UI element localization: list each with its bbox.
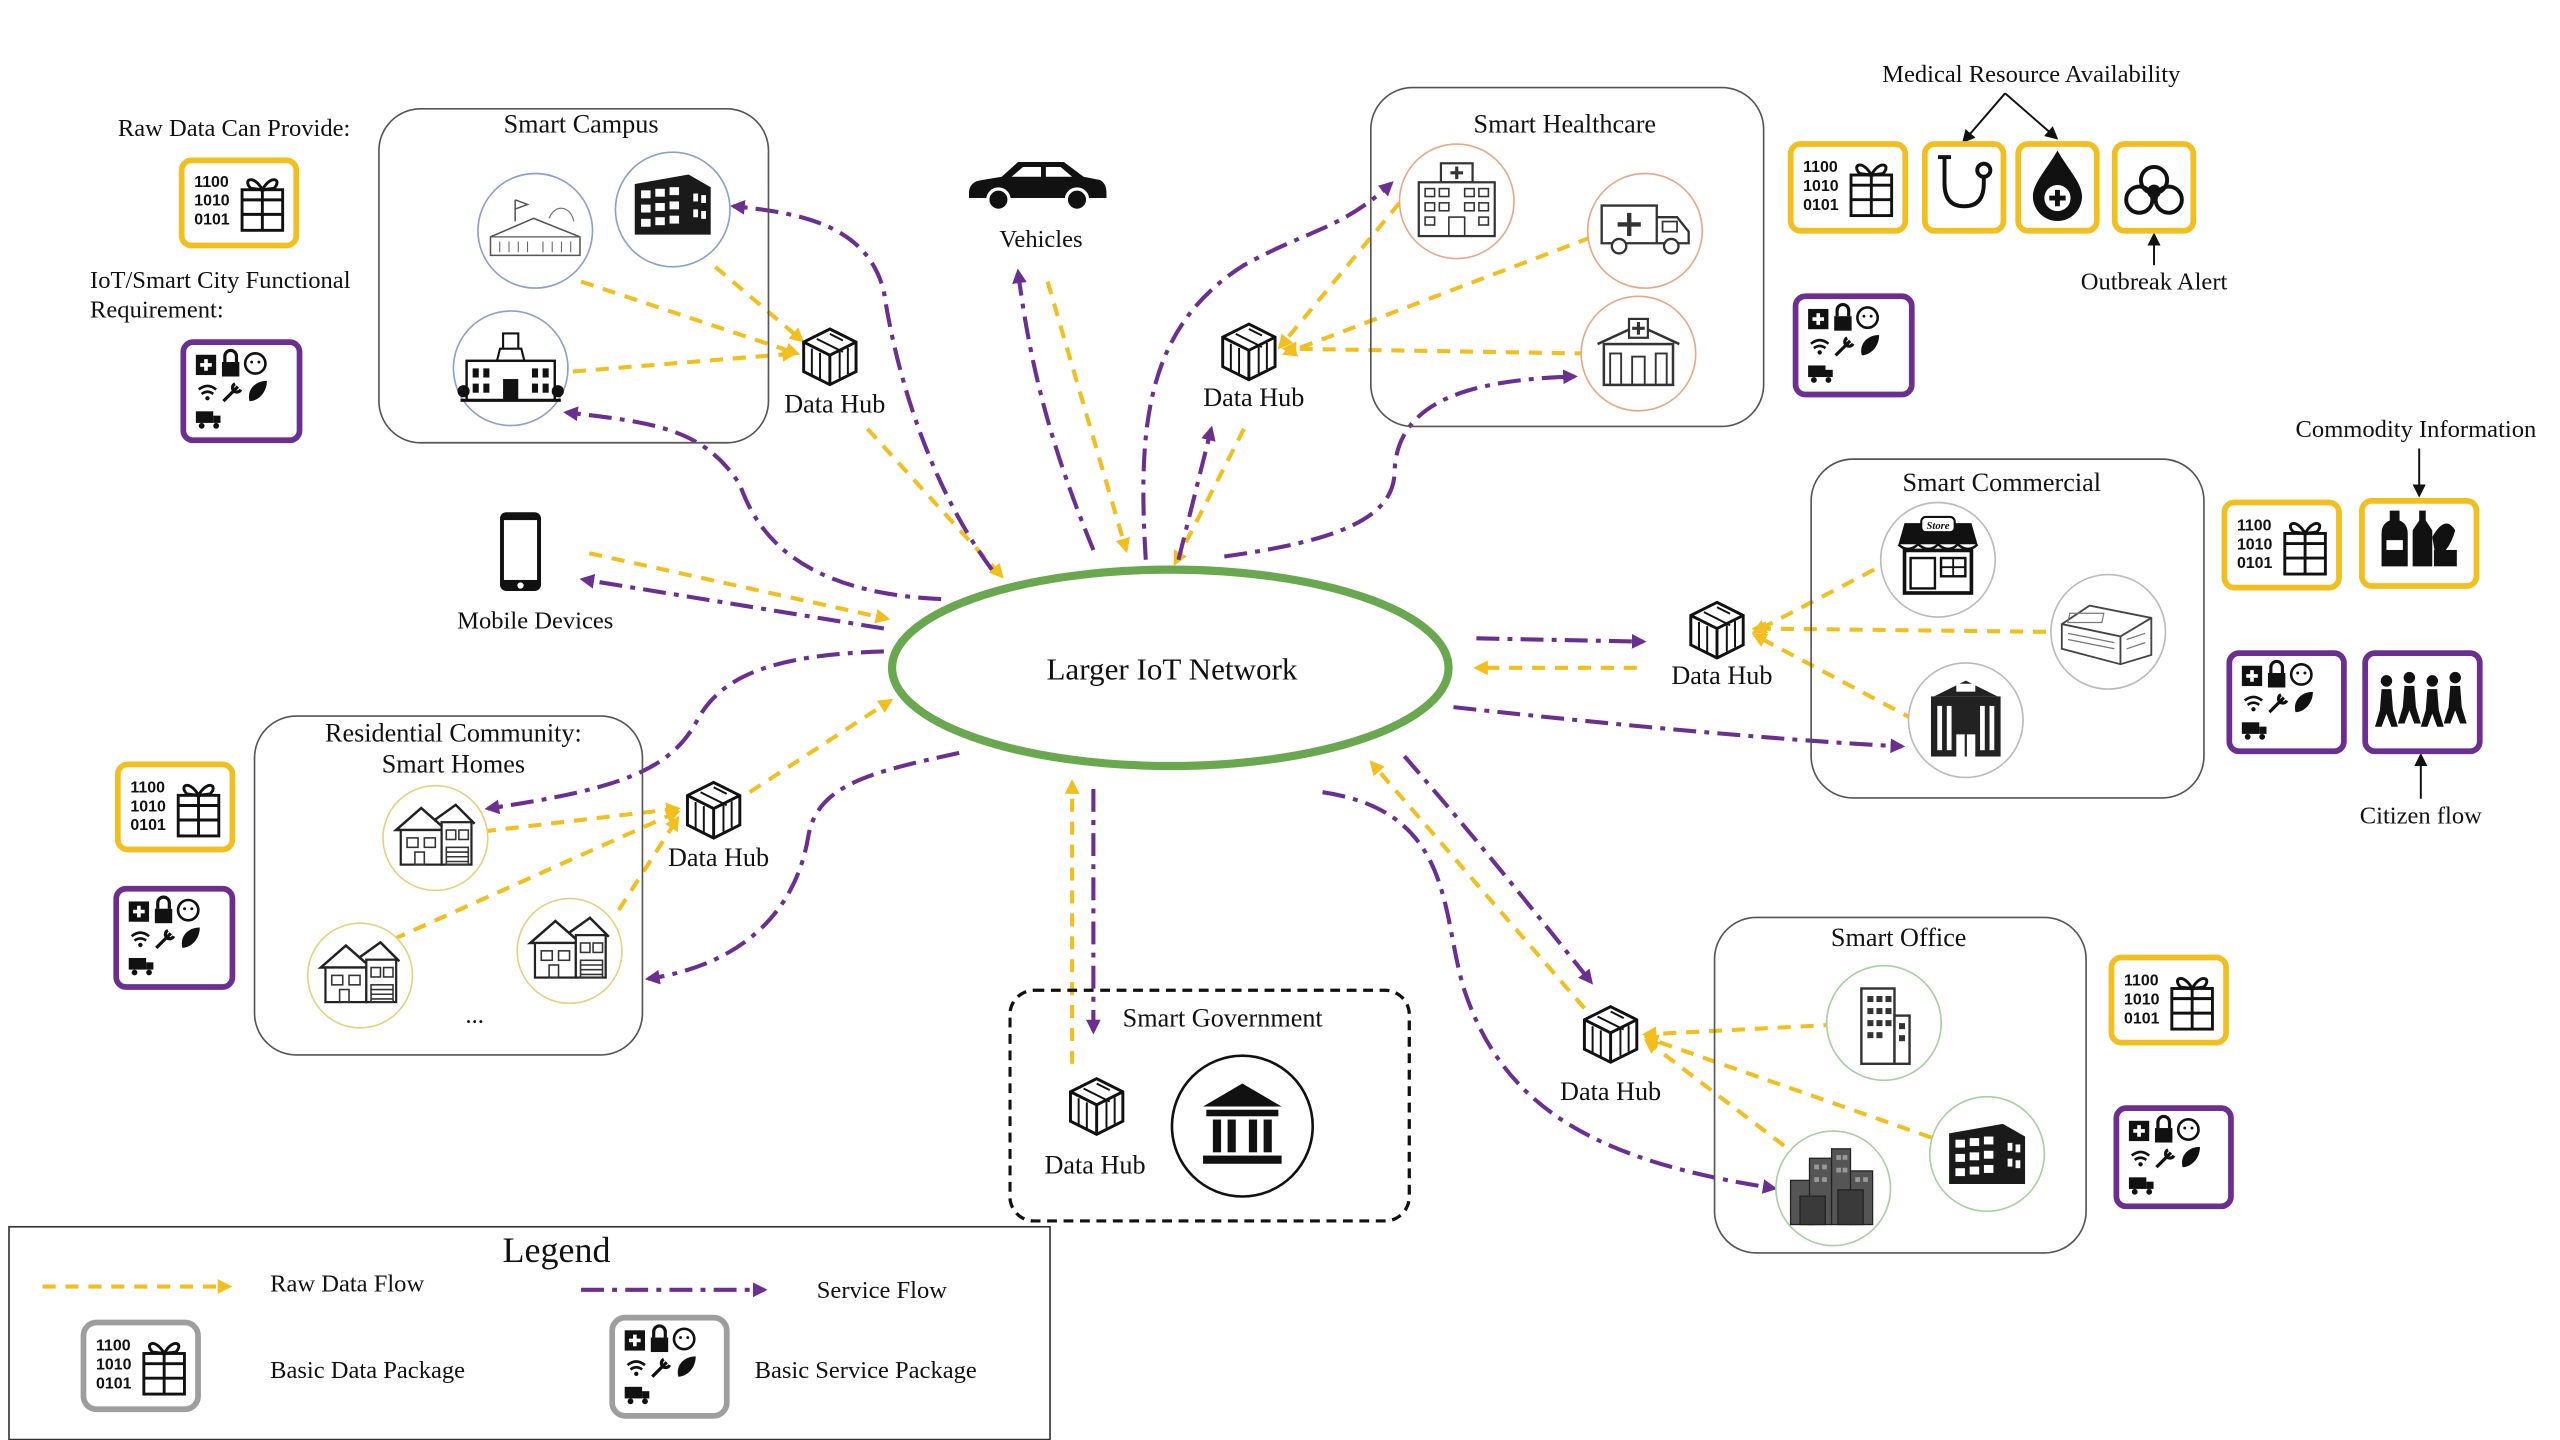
biohazard-icon (2124, 164, 2184, 215)
legend-title: Legend (502, 1229, 611, 1271)
legend-data-package-label: Basic Data Package (270, 1358, 466, 1385)
hub-label-residential: Data Hub (668, 844, 770, 873)
hub-label-commercial: Data Hub (1671, 662, 1773, 691)
data-hub-campus-icon (802, 327, 858, 387)
network-label: Larger IoT Network (1046, 653, 1298, 688)
more-homes-ellipsis: ... (465, 1003, 484, 1030)
legend-service-flow-label: Service Flow (816, 1278, 948, 1305)
hub-label-healthcare: Data Hub (1203, 384, 1305, 413)
annotation-arrows (1962, 92, 2428, 799)
region-title-commercial: Smart Commercial (1902, 469, 2102, 498)
commodity-info-annotation: Commodity Information (2295, 417, 2537, 444)
data-hub-healthcare-icon (1221, 322, 1277, 382)
vehicles-label: Vehicles (999, 227, 1083, 254)
hub-label-government: Data Hub (1044, 1152, 1146, 1181)
region-subtitle-residential: Smart Homes (381, 751, 526, 780)
crowd-icon (2374, 671, 2467, 727)
region-title-office: Smart Office (1830, 924, 1967, 953)
medical-availability-annotation: Medical Resource Availability (1882, 62, 2181, 89)
region-smart-office (1713, 916, 2087, 1254)
region-residential (253, 715, 644, 1056)
iot-requirement-annotation-1: IoT/Smart City Functional (90, 268, 351, 295)
data-hub-residential-icon (685, 780, 742, 840)
groceries-icon (2381, 510, 2457, 567)
hub-label-campus: Data Hub (784, 391, 886, 420)
region-smart-campus (378, 108, 770, 444)
region-smart-commercial (1810, 458, 2205, 799)
region-title-government: Smart Government (1122, 1004, 1323, 1033)
iot-network-ellipse (887, 565, 1453, 771)
legend-raw-flow-label: Raw Data Flow (270, 1271, 425, 1298)
region-smart-government (1008, 988, 1411, 1223)
service-flows (484, 181, 1906, 1194)
legend-box (8, 1225, 1051, 1440)
region-title-residential: Residential Community: (324, 720, 582, 749)
stethoscope-icon (1937, 155, 1993, 209)
data-hub-office-icon (1582, 1005, 1639, 1064)
data-hub-commercial-icon (1689, 600, 1745, 660)
region-title-campus: Smart Campus (503, 111, 659, 140)
hub-label-office: Data Hub (1560, 1078, 1662, 1107)
legend-service-package-label: Basic Service Package (754, 1358, 977, 1385)
region-smart-healthcare (1370, 86, 1765, 428)
iot-requirement-annotation-2: Requirement: (90, 297, 224, 325)
raw-data-annotation: Raw Data Can Provide: (117, 116, 351, 143)
outbreak-alert-annotation: Outbreak Alert (2080, 270, 2228, 297)
blood-drop-icon (2032, 150, 2083, 221)
vehicle-car-icon (967, 160, 1109, 212)
region-title-healthcare: Smart Healthcare (1473, 111, 1657, 140)
mobile-phone-icon (500, 512, 541, 592)
mobile-devices-label: Mobile Devices (457, 608, 614, 636)
citizen-flow-annotation: Citizen flow (2359, 803, 2482, 830)
